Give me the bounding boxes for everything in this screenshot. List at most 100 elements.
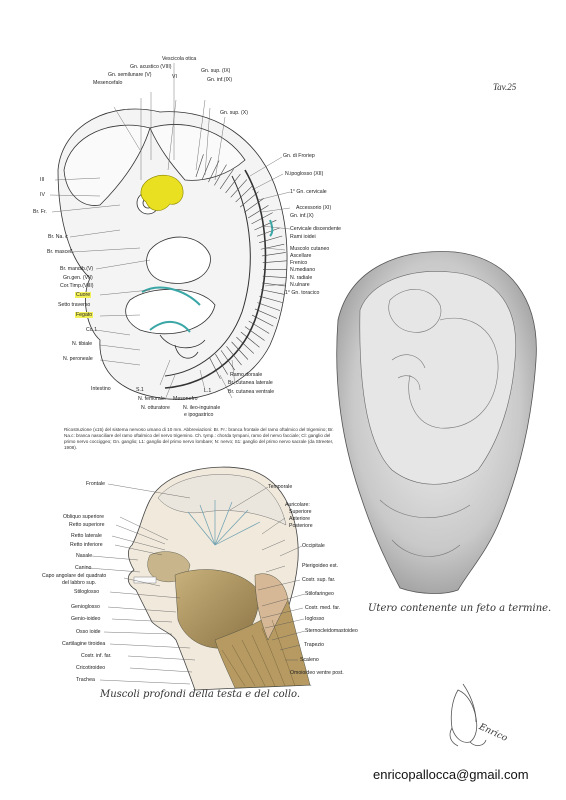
embryo-label: N. peroneale <box>63 356 93 362</box>
spinal-nerve <box>262 260 287 263</box>
embryo-label: Ramo dorsale <box>230 372 263 378</box>
embryo-label: N. radiale <box>290 275 313 281</box>
embryo-label: Br. mascell. <box>47 249 74 255</box>
spinal-nerve <box>260 243 285 250</box>
head-label: Trapezio <box>304 642 324 648</box>
head-label: Sternocleidomastoideo <box>305 628 358 634</box>
head-label: Anteriore <box>289 516 311 522</box>
embryo-label: L.1 <box>204 388 212 394</box>
spinal-nerve <box>235 185 254 203</box>
spinal-nerve <box>251 314 274 327</box>
embryo-label: Gn. acustico (VIII) <box>130 64 172 70</box>
embryo-label: Mesonefro <box>173 396 198 402</box>
embryo-label: Mesencefalo <box>93 80 123 86</box>
spinal-nerve <box>254 219 277 231</box>
head-label: Cartilagine tiroidea <box>62 641 106 647</box>
head-label: Nasale <box>76 553 93 559</box>
embryo-label: III <box>40 177 45 183</box>
head-label: del labbro sup. <box>62 580 97 586</box>
spinal-nerve <box>261 252 286 257</box>
spinal-nerve <box>225 173 241 194</box>
embryo-label: N. tibiale <box>72 341 93 347</box>
embryo-label: N. femorale <box>138 396 165 402</box>
embryo-label: Muscolo cutaneo <box>290 246 330 252</box>
spinal-nerve <box>195 154 204 178</box>
spinal-nerve <box>256 227 280 237</box>
head-label: Posteriore <box>289 523 313 529</box>
embryo-label: 1° Gn. cervicale <box>290 189 327 195</box>
head-label: Costr. med. far. <box>305 605 341 611</box>
embryo-label: Gn. sup. (X) <box>220 110 248 116</box>
spinal-nerve <box>244 326 265 341</box>
spinal-nerve <box>239 191 259 208</box>
embryo-label: Gn. inf.(IX) <box>207 77 233 83</box>
head-label: Occipitale <box>302 543 325 549</box>
embryo-label: Intestino <box>91 386 111 392</box>
head-label: Pterigoideo est. <box>302 563 339 569</box>
embryo-label: e ipogastrico <box>184 412 214 418</box>
head-label: Costr. inf. far. <box>81 653 112 659</box>
head-label: Genioglosso <box>71 604 100 610</box>
spinal-nerve <box>254 308 278 319</box>
embryo-label: Co.1 <box>86 327 97 333</box>
spinal-nerve <box>231 341 249 360</box>
embryo-label: Accessorio (XI) <box>296 205 332 211</box>
spinal-nerve <box>247 205 269 219</box>
email-address: enricopallocca@gmail.com <box>373 767 529 782</box>
spinal-nerve <box>201 157 212 180</box>
head-label: Ioglosso <box>305 616 325 622</box>
embryo-label: Vescicola otica <box>162 56 197 62</box>
spinal-nerve <box>230 179 248 198</box>
embryo-caption: Ricostruzione (x15) del sistema nervoso … <box>64 427 334 450</box>
embryo-label: Rami ioidei <box>290 234 316 240</box>
spinal-nerve <box>214 164 227 186</box>
embryo-label: N.ipoglosso (XII) <box>285 171 324 177</box>
spinal-nerve <box>248 320 270 334</box>
embryo-label: Gn. di Froriep <box>283 153 315 159</box>
embryo-label: Ascellare <box>290 253 312 259</box>
embryo-label: Frenico <box>290 260 308 266</box>
head-label: Frontale <box>86 481 106 487</box>
embryo-label: Br. Na. c <box>48 234 68 240</box>
head-label: Retto laterale <box>71 533 102 539</box>
head-label: Retto inferiore <box>70 542 103 548</box>
embryo-label: Br. cutanea laterale <box>228 380 273 386</box>
spinal-nerve <box>240 331 260 348</box>
embryo-label: Setto traverso <box>58 302 91 308</box>
head-label: Cricotiroideo <box>76 665 106 671</box>
spinal-nerve <box>257 302 281 311</box>
spinal-nerve <box>259 235 283 243</box>
embryo-label: Br. cutanea ventrale <box>228 389 275 395</box>
head-label: Capo angolare del quadrato <box>42 573 107 579</box>
head-label: Osso ioide <box>76 629 101 635</box>
embryo-label-liver: Fegato <box>75 312 94 318</box>
spinal-nerve <box>259 295 283 303</box>
uterus-caption: Utero contenente un feto a termine. <box>368 603 552 614</box>
embryo-label: VI <box>172 74 177 80</box>
spinal-nerve <box>220 350 236 371</box>
spinal-nerve <box>236 336 255 354</box>
spinal-nerve <box>208 160 220 183</box>
head-label: Canino <box>75 565 92 571</box>
embryo-label: N. otturatore <box>141 405 170 411</box>
spinal-nerve <box>226 346 242 366</box>
spinal-nerve <box>251 212 273 225</box>
head-label: Trachea <box>76 677 95 683</box>
spinal-nerve <box>219 168 234 190</box>
head-label: Scaleno <box>300 657 319 663</box>
spinal-nerve <box>209 357 221 379</box>
embryo-label-heart: Cuore <box>75 292 92 298</box>
plate-number: Tav.25 <box>493 82 517 92</box>
embryo-label: Cervicale discendente <box>290 226 342 232</box>
spinal-nerve <box>215 353 228 375</box>
head-label: Costr. sup. far. <box>302 577 336 583</box>
head-caption: Muscoli profondi della testa e del collo… <box>100 689 301 700</box>
embryo-label: N.ulnare <box>290 282 310 288</box>
head-label: Obliquo superiore <box>63 514 104 520</box>
embryo-label: Br. mandib.(V) <box>60 266 94 272</box>
spinal-nerve <box>262 282 286 287</box>
